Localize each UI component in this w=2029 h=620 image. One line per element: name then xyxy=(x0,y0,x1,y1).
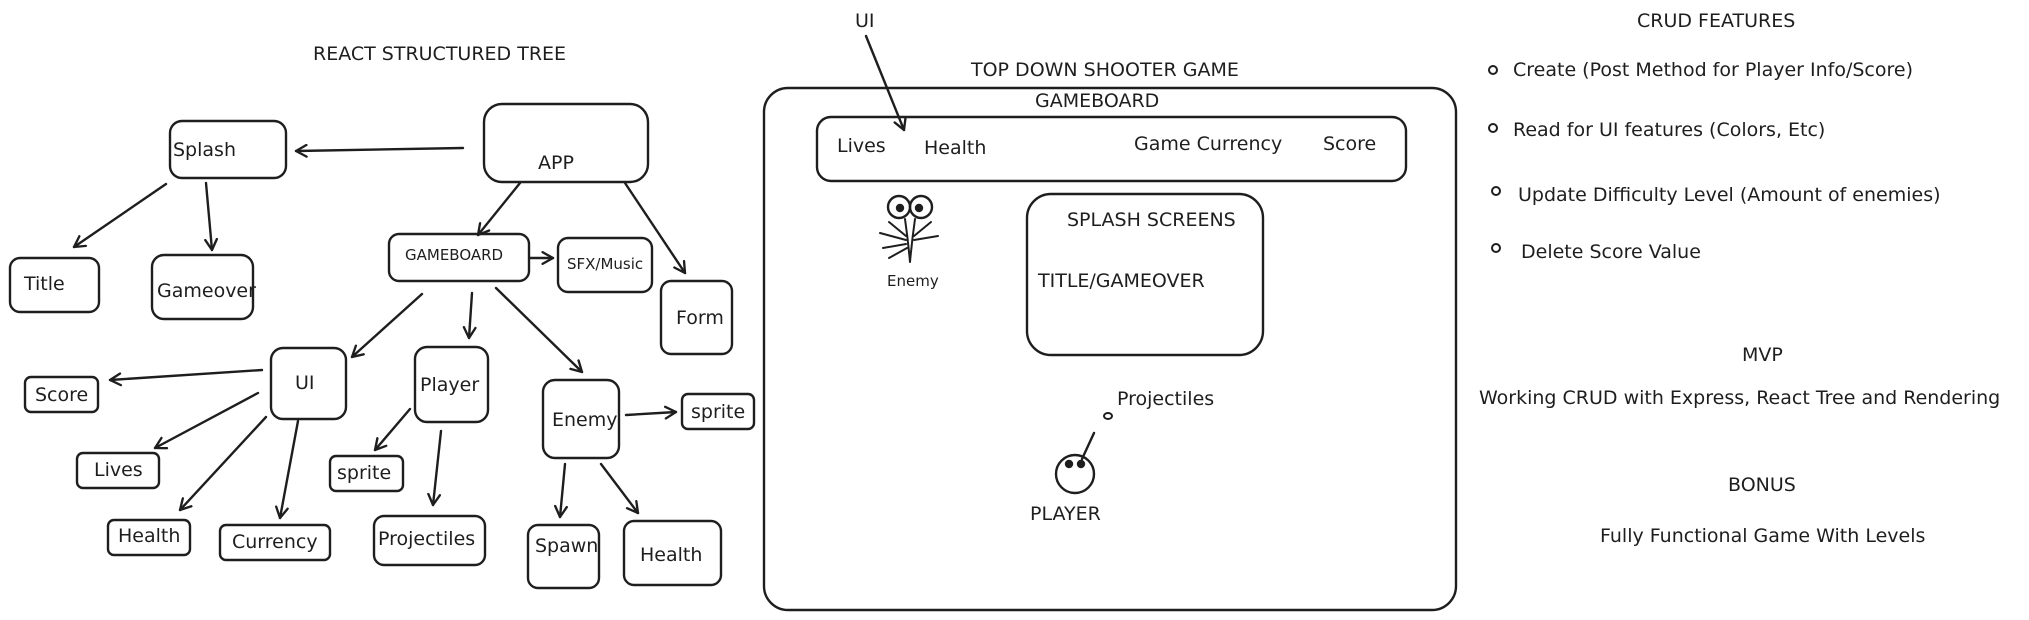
sfx-node-box xyxy=(556,236,654,294)
crud-item-read: Read for UI features (Colors, Etc) xyxy=(1513,119,1826,141)
game-title: TOP DOWN SHOOTER GAME xyxy=(971,59,1239,81)
projectiles-node-box xyxy=(372,514,487,567)
form-node-box xyxy=(659,279,734,356)
player-node-box xyxy=(413,345,490,424)
enemy-sprite-drawing xyxy=(879,194,939,263)
hud-currency-label: Game Currency xyxy=(1134,133,1283,155)
arrow-ui-to-currency xyxy=(275,419,300,520)
ui-pointer-label: UI xyxy=(855,10,875,32)
crud-item-create: Create (Post Method for Player Info/Scor… xyxy=(1513,59,1913,81)
splash-node-label: Splash xyxy=(173,139,236,161)
hud-health-label: Health xyxy=(924,137,987,159)
player-caption: PLAYER xyxy=(1030,503,1101,525)
form-node-label: Form xyxy=(676,307,724,329)
ui-node-label: UI xyxy=(295,372,315,394)
title-node-label: Title xyxy=(24,273,65,295)
arrow-gameboard-to-enemy xyxy=(494,286,584,374)
arrow-enemy-to-health xyxy=(599,462,640,515)
arrow-gameboard-to-ui xyxy=(350,292,424,359)
game-window-frame xyxy=(762,86,1458,612)
app-node-box xyxy=(482,102,650,184)
enemy-health-node-label: Health xyxy=(640,544,703,566)
currency-node-label: Currency xyxy=(232,531,318,553)
arrow-app-to-form xyxy=(623,181,687,275)
arrow-ui-to-score xyxy=(108,368,264,387)
ui-node-box xyxy=(269,346,348,421)
sfx-node-label: SFX/Music xyxy=(567,255,644,273)
score-node-label: Score xyxy=(35,384,89,406)
player-sprite-node-box xyxy=(328,454,405,493)
hud-score-label: Score xyxy=(1323,133,1377,155)
crud-item-delete: Delete Score Value xyxy=(1521,241,1701,263)
arrow-app-to-gameboard xyxy=(476,181,522,237)
score-node-box xyxy=(23,375,100,414)
arrow-player-to-projectiles xyxy=(427,429,443,507)
lives-node-box xyxy=(75,451,161,490)
title-node-box xyxy=(8,256,101,314)
crud-item-update: Update Difficulty Level (Amount of enemi… xyxy=(1518,184,1941,206)
bonus-title: BONUS xyxy=(1728,474,1796,496)
crud-bullet-1 xyxy=(1488,65,1498,75)
health-node-box xyxy=(106,518,192,557)
enemy-caption: Enemy xyxy=(887,272,939,290)
arrow-ui-to-health xyxy=(178,415,268,512)
app-node-label: APP xyxy=(538,152,574,174)
arrow-ui-to-lives xyxy=(153,391,260,450)
arrow-ui-label-to-hud xyxy=(864,34,907,132)
crud-title: CRUD FEATURES xyxy=(1637,10,1796,32)
splash-screens-title: SPLASH SCREENS xyxy=(1067,209,1236,231)
enemy-health-node-box xyxy=(622,519,723,587)
arrow-splash-to-title xyxy=(72,182,168,249)
enemy-sprite-node-box xyxy=(680,392,756,431)
arrow-enemy-to-spawn xyxy=(554,462,568,519)
splash-screens-box xyxy=(1025,192,1265,357)
arrow-splash-to-gameover xyxy=(204,181,219,252)
spawn-node-box xyxy=(526,523,601,590)
arrow-gameboard-to-player xyxy=(462,291,477,340)
bonus-text: Fully Functional Game With Levels xyxy=(1600,525,1926,547)
projectiles-caption: Projectiles xyxy=(1117,388,1215,410)
gameboard-title: GAMEBOARD xyxy=(1035,90,1160,112)
currency-node-box xyxy=(218,523,332,562)
tree-title: REACT STRUCTURED TREE xyxy=(313,43,567,65)
arrow-enemy-to-sprite xyxy=(624,405,678,420)
mvp-title: MVP xyxy=(1742,344,1783,366)
player-sprite-drawing xyxy=(1054,412,1113,495)
health-node-label: Health xyxy=(118,525,181,547)
arrow-app-to-splash xyxy=(294,143,465,158)
gameover-node-label: Gameover xyxy=(157,280,256,302)
enemy-sprite-node-label: sprite xyxy=(691,401,746,423)
gameboard-node-label: GAMEBOARD xyxy=(405,246,504,264)
crud-bullet-2 xyxy=(1488,123,1498,133)
enemy-node-box xyxy=(541,378,621,460)
projectiles-node-label: Projectiles xyxy=(378,528,476,550)
splash-node-box xyxy=(168,119,288,180)
hud-lives-label: Lives xyxy=(837,135,886,157)
mvp-text: Working CRUD with Express, React Tree an… xyxy=(1479,387,2001,409)
arrow-player-to-sprite xyxy=(373,407,412,452)
splash-screens-subtitle: TITLE/GAMEOVER xyxy=(1038,270,1205,292)
spawn-node-label: Spawn xyxy=(535,535,599,557)
hud-bar-box xyxy=(815,115,1408,183)
crud-bullet-3 xyxy=(1491,186,1501,196)
crud-bullet-4 xyxy=(1491,243,1501,253)
player-sprite-node-label: sprite xyxy=(337,462,392,484)
enemy-node-label: Enemy xyxy=(552,409,618,431)
lives-node-label: Lives xyxy=(94,459,143,481)
gameover-node-box xyxy=(150,253,255,321)
player-node-label: Player xyxy=(420,374,480,396)
